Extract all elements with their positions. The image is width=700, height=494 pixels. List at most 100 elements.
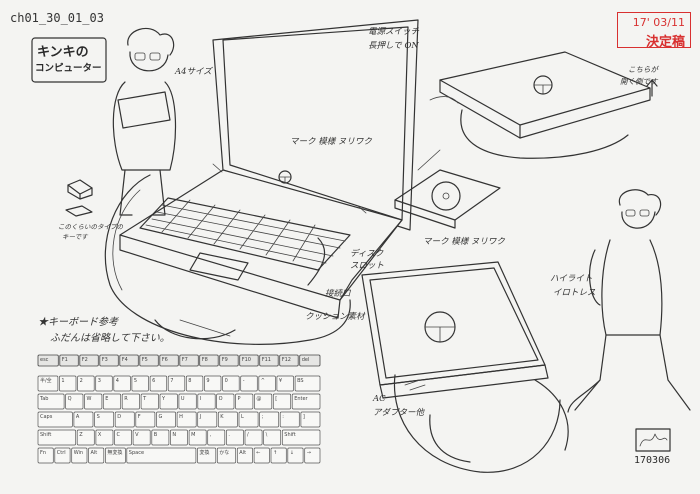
keyboard-key bbox=[77, 375, 95, 392]
keyboard-key bbox=[222, 375, 240, 392]
keyboard-key bbox=[121, 393, 140, 410]
keyboard-key bbox=[88, 447, 105, 464]
keyboard-key-label: T bbox=[142, 396, 147, 402]
keyboard-key-label: F7 bbox=[182, 357, 188, 363]
keyboard-key-label: E bbox=[105, 396, 108, 402]
keyboard-key-label: N bbox=[172, 432, 176, 438]
keyboard-key bbox=[197, 447, 217, 464]
keyboard-key-label: Q bbox=[68, 396, 72, 402]
keyboard-key-label: 無変換 bbox=[107, 449, 122, 456]
keyboard-key-label: L bbox=[241, 414, 244, 420]
keyboard-key-label: Caps bbox=[40, 414, 53, 420]
keyboard-key-label: R bbox=[124, 396, 128, 402]
keyboard-key bbox=[259, 354, 279, 367]
keyboard-key-label: ↓ bbox=[290, 450, 294, 456]
keyboard-key-label: F11 bbox=[262, 357, 271, 363]
keyboard-key bbox=[102, 393, 122, 410]
keyboard-key-label: J bbox=[199, 414, 201, 420]
keyboard-key-label: 2 bbox=[80, 378, 83, 384]
opens-side-note-line-2: 開く側です bbox=[620, 77, 658, 86]
keyboard-key bbox=[37, 411, 73, 428]
keyboard-key-label: , bbox=[210, 432, 212, 438]
keyboard-key-label: F12 bbox=[282, 357, 291, 363]
keyboard-key bbox=[272, 393, 292, 410]
keyboard-key-label: S bbox=[97, 414, 100, 420]
keyboard-key-label: Win bbox=[74, 450, 83, 456]
keyboard-key bbox=[126, 447, 197, 464]
keyboard-key bbox=[167, 375, 186, 392]
disc-slot-note-line-1: ディスク bbox=[350, 249, 384, 259]
keyboard-key bbox=[119, 354, 139, 367]
laptop-closed-drawing bbox=[429, 51, 651, 159]
keyboard-key bbox=[59, 375, 77, 392]
keyboard-key bbox=[236, 447, 253, 464]
keyboard-key bbox=[239, 354, 259, 367]
keyboard-key-label: 6 bbox=[152, 378, 155, 384]
keyboard-key-label: A bbox=[76, 414, 80, 420]
keyboard-key bbox=[279, 411, 300, 428]
keyboard-key-label: ^ bbox=[261, 378, 265, 384]
keyboard-key-label: I bbox=[200, 396, 201, 402]
keyboard-key-label: Z bbox=[79, 432, 83, 438]
keyboard-key-label: 7 bbox=[170, 378, 173, 384]
keyboard-key-label: BS bbox=[297, 378, 304, 384]
keyboard-key bbox=[113, 375, 131, 392]
keyboard-key-label: F1 bbox=[62, 357, 68, 363]
keyboard-key bbox=[79, 354, 99, 367]
laptop-main-drawing bbox=[119, 19, 419, 319]
mark-pattern-top-note: マーク 模様 ヌリワク bbox=[290, 137, 372, 147]
connection-port-note: 接続口 bbox=[325, 289, 351, 299]
keyboard-key-label: Fn bbox=[40, 450, 46, 456]
keyboard-key bbox=[270, 447, 287, 464]
keyboard-key bbox=[105, 447, 126, 464]
keyboard-key bbox=[65, 393, 84, 410]
keyboard-key bbox=[240, 375, 258, 392]
keyboard-key bbox=[258, 375, 276, 392]
keyboard-key bbox=[114, 411, 135, 428]
character-left-drawing bbox=[112, 27, 177, 216]
keyboard-key-label: Alt bbox=[239, 450, 246, 456]
keyboard-key bbox=[139, 354, 159, 367]
keyboard-key-label: G bbox=[159, 414, 163, 420]
keyboard-key bbox=[149, 375, 168, 392]
keyboard-key bbox=[159, 393, 178, 410]
keyboard-key bbox=[132, 429, 151, 446]
keyboard-key bbox=[254, 393, 273, 410]
small-key-note-line-2: キーです bbox=[62, 233, 88, 241]
signature-mark bbox=[639, 433, 668, 447]
keyboard-key bbox=[176, 411, 197, 428]
keyboard-key-label: ] bbox=[303, 414, 305, 420]
keyboard-key bbox=[207, 429, 226, 446]
opens-side-note-line-1: こちらが bbox=[628, 65, 658, 74]
keyboard-key-label: 0 bbox=[225, 378, 228, 384]
keyboard-key bbox=[156, 411, 176, 428]
keyboard-key bbox=[244, 429, 263, 446]
small-key-note-line-1: このくらいのタイプの bbox=[58, 223, 123, 231]
keyboard-key bbox=[188, 429, 207, 446]
keyboard-key-label: M bbox=[191, 432, 195, 438]
keyboard-key-label: 9 bbox=[206, 378, 209, 384]
opens-arrow-icon bbox=[646, 79, 658, 97]
keyboard-key-label: F8 bbox=[202, 357, 208, 363]
keyboard-key-label: : bbox=[282, 414, 284, 420]
mark-pattern-right-note: マーク 模様 ヌリワク bbox=[423, 237, 505, 247]
keyboard-key-label: W bbox=[87, 396, 92, 402]
keyboard-key-label: P bbox=[238, 396, 241, 402]
keyboard-key bbox=[199, 354, 219, 367]
keyboard-key bbox=[238, 411, 259, 428]
keyboard-key bbox=[287, 447, 304, 464]
keyboard-key-label: B bbox=[154, 432, 158, 438]
keyboard-key bbox=[299, 354, 321, 367]
title-line-1: キンキの bbox=[37, 45, 89, 60]
keyboard-key-label: 4 bbox=[116, 378, 119, 384]
ac-adapter-note-line-1: AC bbox=[373, 394, 386, 404]
keyboard-key-label: F5 bbox=[142, 357, 148, 363]
keyboard-key bbox=[131, 375, 149, 392]
keyboard-key-label: F9 bbox=[222, 357, 228, 363]
keyboard-key bbox=[151, 429, 170, 446]
keyboard-key bbox=[114, 429, 132, 446]
keyboard-key-label: H bbox=[179, 414, 183, 420]
keyboard-key-label: 3 bbox=[98, 378, 101, 384]
